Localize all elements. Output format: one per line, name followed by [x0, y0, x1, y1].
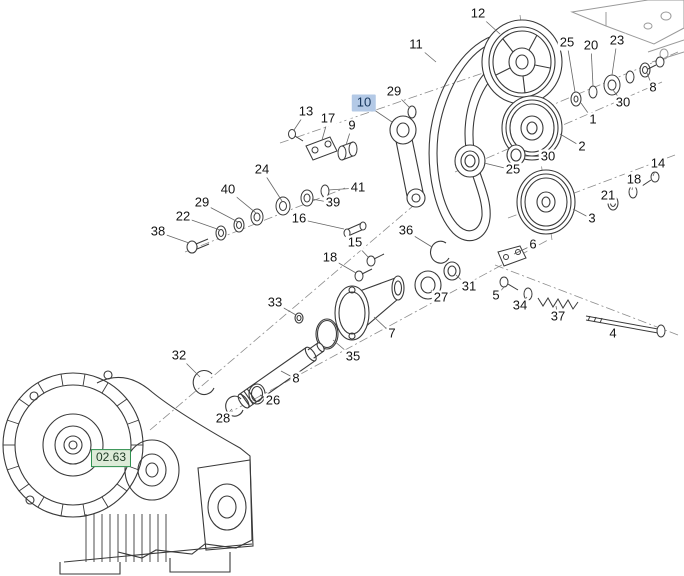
- part-callout[interactable]: 5: [490, 287, 502, 304]
- selected-part-callout[interactable]: 10: [351, 94, 377, 112]
- mount-bracket-parts: [288, 129, 358, 161]
- part-callout[interactable]: 9: [346, 117, 358, 134]
- part-callout[interactable]: 25: [557, 34, 577, 51]
- part-callout[interactable]: 29: [384, 83, 404, 100]
- part-callout[interactable]: 21: [598, 187, 618, 204]
- part-callout[interactable]: 8: [290, 370, 302, 387]
- part-callout[interactable]: 6: [527, 236, 539, 253]
- part-callout[interactable]: 22: [173, 208, 193, 225]
- part-callout[interactable]: 11: [407, 36, 425, 53]
- drive-shaft: [192, 342, 325, 417]
- bearings: [454, 144, 526, 178]
- part-callout[interactable]: 32: [169, 347, 189, 364]
- part-callout[interactable]: 41: [348, 179, 368, 196]
- part-callout[interactable]: 27: [431, 289, 451, 306]
- part-callout[interactable]: 13: [296, 103, 316, 120]
- part-callout[interactable]: 30: [613, 94, 633, 111]
- part-callout[interactable]: 26: [263, 392, 283, 409]
- part-callout[interactable]: 34: [510, 297, 530, 314]
- part-callout[interactable]: 8: [647, 79, 659, 96]
- part-callout[interactable]: 16: [289, 210, 309, 227]
- part-callout[interactable]: 23: [607, 32, 627, 49]
- part-callout[interactable]: 24: [252, 161, 272, 178]
- part-callout[interactable]: 18: [624, 171, 644, 188]
- part-callout[interactable]: 20: [581, 37, 601, 54]
- part-callout[interactable]: 38: [148, 223, 168, 240]
- pulley-lower: [516, 169, 576, 235]
- coupling-bell: [294, 275, 405, 350]
- part-callout[interactable]: 15: [345, 234, 365, 251]
- pulley-large: [481, 19, 563, 105]
- part-callout[interactable]: 29: [192, 194, 212, 211]
- part-callout[interactable]: 36: [396, 222, 416, 239]
- belt-tensioner: [389, 105, 426, 208]
- transmission-housing: [2, 370, 254, 575]
- part-callout[interactable]: 12: [468, 5, 488, 22]
- part-callout[interactable]: 40: [218, 181, 238, 198]
- part-callout[interactable]: 33: [265, 294, 285, 311]
- part-callout[interactable]: 3: [586, 210, 598, 227]
- part-callout[interactable]: 25: [503, 161, 523, 178]
- part-callout[interactable]: 7: [386, 325, 398, 342]
- part-callout[interactable]: 37: [548, 308, 568, 325]
- part-callout[interactable]: 2: [576, 138, 588, 155]
- part-callout[interactable]: 35: [343, 348, 363, 365]
- section-ref-label[interactable]: 02.63: [90, 449, 132, 467]
- part-callout[interactable]: 17: [318, 110, 338, 127]
- part-callout[interactable]: 39: [323, 194, 343, 211]
- part-callout[interactable]: 14: [648, 155, 668, 172]
- part-callout[interactable]: 31: [459, 278, 479, 295]
- part-callout[interactable]: 1: [587, 111, 599, 128]
- part-callout[interactable]: 28: [213, 410, 233, 427]
- part-callout[interactable]: 18: [320, 249, 340, 266]
- pin-and-bolts: [343, 221, 385, 282]
- part-callout[interactable]: 4: [607, 325, 619, 342]
- pulley-middle: [501, 95, 563, 161]
- frame-bracket: [570, 0, 684, 63]
- part-callout[interactable]: 30: [538, 148, 558, 165]
